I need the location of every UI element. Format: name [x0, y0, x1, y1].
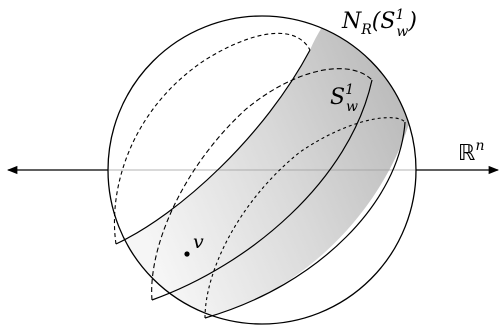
neighborhood-back-edge-upper — [113, 32, 311, 245]
sphere-outline — [107, 15, 417, 325]
circle-back-edge — [151, 68, 373, 301]
neighborhood-back-edge-lower — [204, 117, 406, 319]
neighborhood-front-edge-lower — [204, 121, 406, 319]
point-v-dot — [184, 251, 190, 257]
neighborhood-band — [116, 16, 416, 318]
space-label: ℝn — [458, 138, 484, 166]
point-v-label: v — [193, 231, 204, 253]
circle-front-edge — [151, 79, 373, 301]
neighborhood-front-edge-upper — [115, 49, 311, 245]
